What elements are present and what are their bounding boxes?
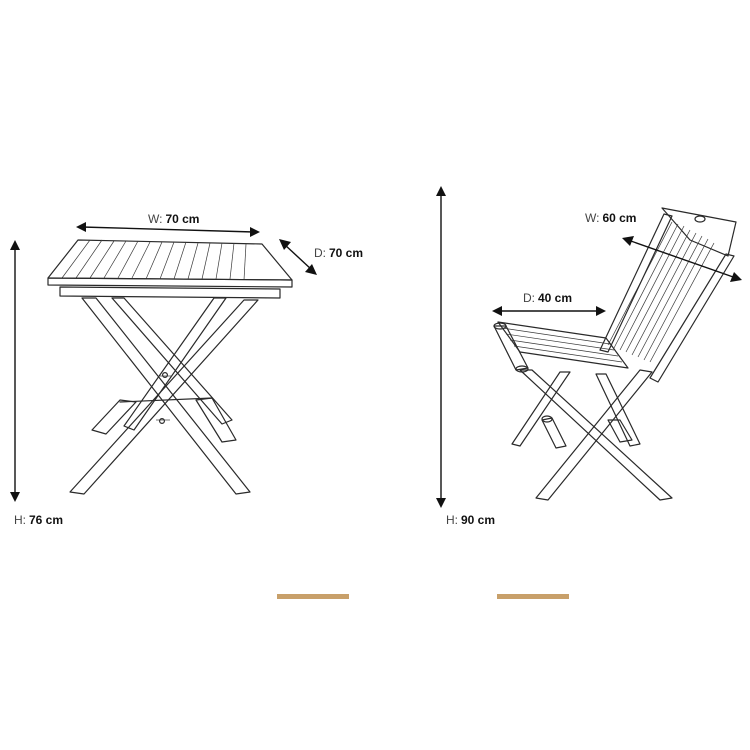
chair-height-label: H:90 cm: [446, 513, 495, 527]
chair-illustration: [493, 207, 737, 501]
table-stretcher-right: [195, 397, 237, 443]
accent-bar-left: [277, 594, 349, 599]
chair-stretcher: [541, 417, 567, 449]
chair-handle-hole: [694, 215, 706, 223]
accent-bar-right: [497, 594, 569, 599]
chair-seat-slats: [501, 327, 623, 363]
table-apron: [59, 286, 281, 299]
table-height-label: H:76 cm: [14, 513, 63, 527]
table-top-edge: [47, 277, 293, 288]
chair-leg-c: [511, 371, 571, 447]
chair-legs: [511, 369, 673, 501]
chair-front-rail: [493, 325, 529, 371]
table-leg-c: [111, 297, 233, 425]
chair-depth-dimension: D:40 cm: [492, 291, 606, 316]
table-leg-b: [69, 299, 259, 495]
chair-leg-d: [595, 373, 641, 447]
chair-stretcher-rear: [607, 419, 633, 443]
table-legs: [69, 297, 259, 495]
chair-seat: [497, 321, 629, 369]
table-height-dimension: H:76 cm: [10, 240, 63, 527]
chair-depth-label: D:40 cm: [523, 291, 572, 305]
table-top-surface: [47, 239, 293, 281]
chair-leg-a: [519, 369, 673, 501]
table-width-label: W:70 cm: [148, 212, 199, 226]
chair-back-slats: [607, 221, 715, 363]
chair-width-label: W:60 cm: [585, 211, 636, 225]
table-pivot-bolt: [162, 372, 169, 379]
chair-width-dimension: W:60 cm: [585, 211, 742, 282]
table-stretcher-left: [91, 399, 137, 435]
table-leg-d: [123, 297, 227, 431]
chair-back-post-left: [599, 213, 673, 353]
chair-back-post-right: [649, 253, 735, 383]
chair-height-dimension: H:90 cm: [436, 186, 495, 527]
table-depth-label: D:70 cm: [314, 246, 363, 260]
table-illustration: [47, 239, 293, 495]
table-top-slats: [61, 239, 247, 281]
table-pivot-bolt: [159, 418, 166, 425]
table-width-dimension: W:70 cm: [76, 212, 260, 237]
table-depth-dimension: D:70 cm: [279, 239, 363, 275]
chair-leg-b: [535, 369, 653, 501]
chair-top-rail: [661, 207, 737, 257]
table-leg-a: [81, 297, 251, 495]
